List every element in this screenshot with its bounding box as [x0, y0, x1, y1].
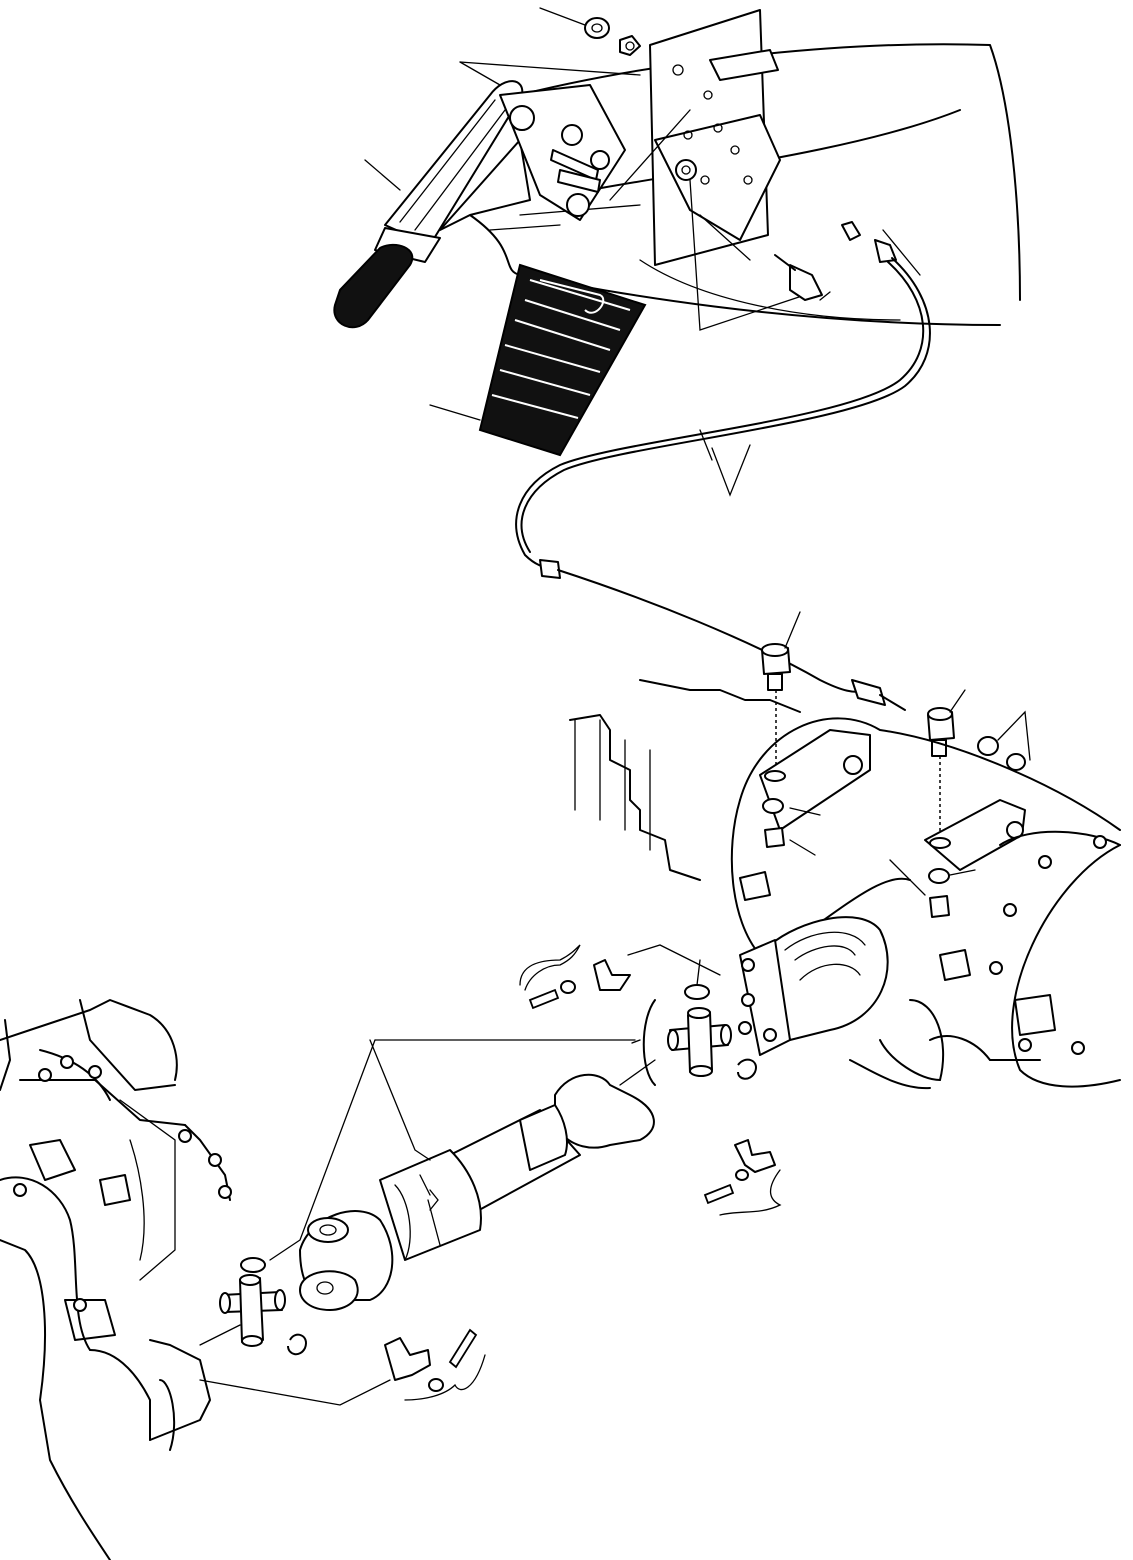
mounting-plate — [609, 9, 781, 266]
parking-brake-lever — [333, 61, 641, 329]
axle-housing — [569, 679, 1121, 1090]
clevis-right — [927, 689, 966, 840]
right-nuts — [977, 710, 1031, 771]
rear-u-joint — [199, 1257, 307, 1356]
clamp-front-upper — [519, 944, 721, 1010]
pinion-flange — [738, 916, 889, 1056]
driveshaft — [269, 1039, 655, 1311]
clamp-bottom — [199, 1328, 486, 1406]
snap-ring-front-upper — [684, 959, 710, 1000]
clamp-middle — [703, 1139, 782, 1216]
clevis-left — [761, 611, 801, 780]
switch-nut — [675, 159, 821, 331]
brake-cable — [515, 221, 931, 711]
transmission-housing — [0, 999, 232, 1560]
brake-switch — [774, 254, 831, 301]
front-u-joint — [619, 999, 757, 1086]
pedal — [429, 263, 647, 457]
top-nut — [539, 7, 641, 56]
